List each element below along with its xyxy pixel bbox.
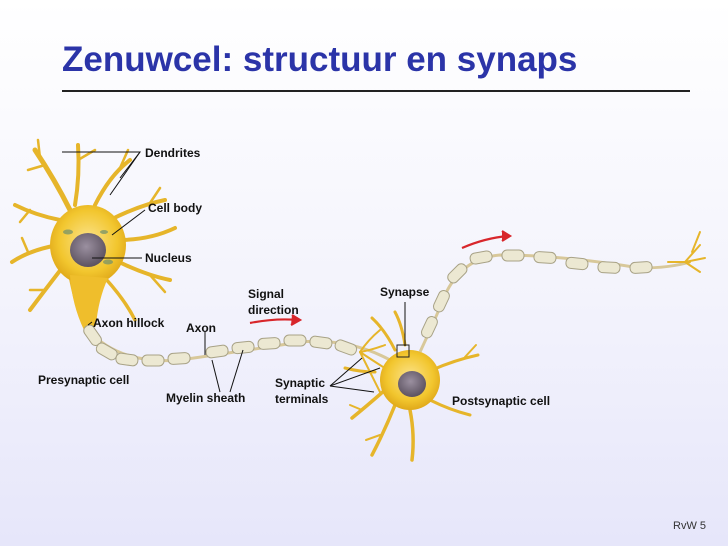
signal-direction-arrow-upper [461, 230, 513, 250]
label-terminals: terminals [275, 392, 329, 406]
label-synapse: Synapse [380, 285, 430, 299]
axon-terminal-branches [667, 231, 706, 273]
label-postsynaptic-cell: Postsynaptic cell [452, 394, 550, 408]
postsynaptic-dendrites [343, 310, 480, 462]
slide-title: Zenuwcel: structuur en synaps [62, 40, 578, 79]
myelin-sheath-segments [83, 324, 358, 367]
postsynaptic-myelin-segments [420, 249, 653, 339]
label-direction: direction [248, 303, 299, 317]
signal-direction-arrow [249, 314, 303, 326]
axon-hillock-shape [70, 275, 108, 330]
slide-footer: RvW 5 [673, 520, 706, 532]
label-axon: Axon [186, 321, 216, 335]
label-dendrites: Dendrites [145, 146, 201, 160]
label-nucleus: Nucleus [145, 251, 192, 265]
presynaptic-nucleus [70, 233, 106, 267]
organelles [63, 229, 113, 265]
postsynaptic-nucleus [398, 371, 426, 397]
label-myelin-sheath: Myelin sheath [166, 391, 245, 405]
label-presynaptic-cell: Presynaptic cell [38, 373, 129, 387]
synapse-marker-box [396, 344, 410, 358]
label-cell-body: Cell body [148, 201, 202, 215]
title-divider [62, 90, 690, 92]
label-synaptic: Synaptic [275, 376, 325, 390]
label-axon-hillock: Axon hillock [93, 316, 165, 330]
label-signal: Signal [248, 287, 284, 301]
label-pointer-lines [62, 151, 406, 393]
